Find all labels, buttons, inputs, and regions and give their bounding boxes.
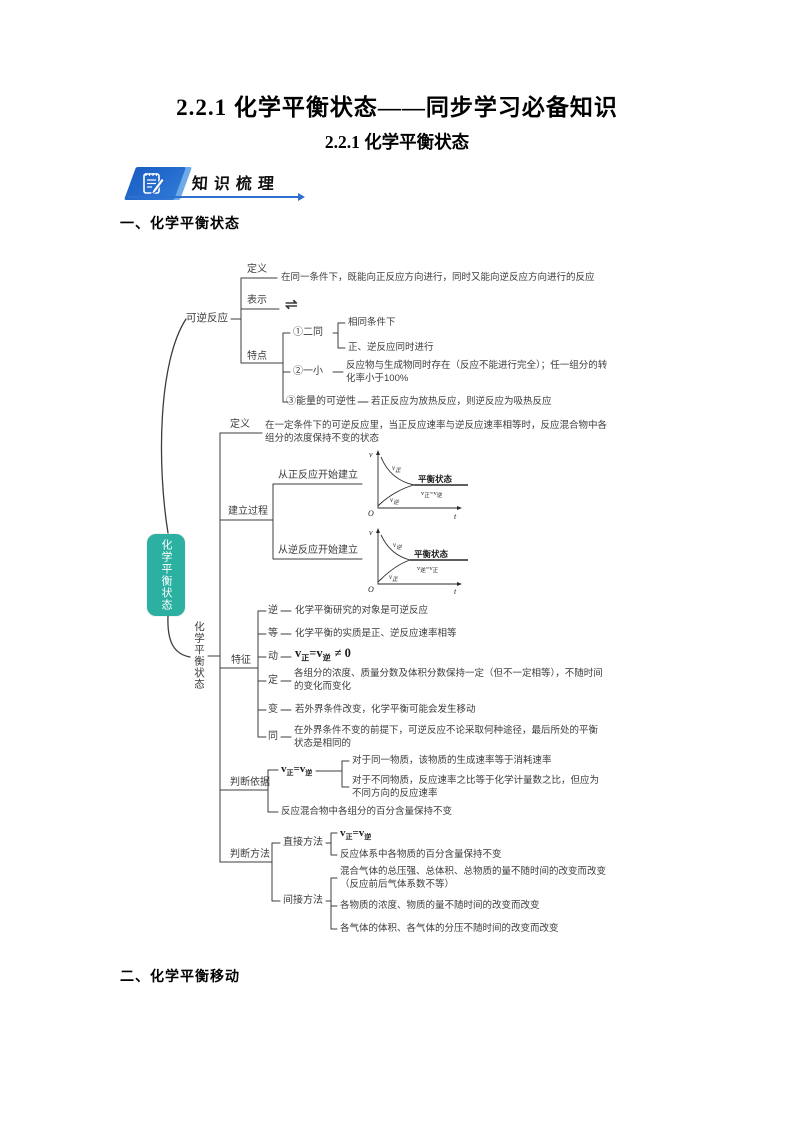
notepad-pencil-icon (141, 170, 167, 202)
node-rev-definition-label: 定义 (247, 264, 267, 275)
graph-xlabel: t (454, 587, 457, 596)
leaf-percent-constant: 反应混合物中各组分的百分含量保持不变 (281, 806, 453, 817)
page-title: 2.2.1 化学平衡状态——同步学习必备知识 (176, 95, 618, 120)
node-eq-definition-label: 定义 (230, 419, 250, 430)
feature-text-equal: 化学平衡的实质是正、逆反应速率相等 (295, 628, 457, 639)
curve-reverse-rate-label: v逆 (390, 496, 400, 506)
leaf-simultaneous: 正、逆反应同时进行 (348, 342, 434, 353)
node-direct-method-label: 直接方法 (283, 837, 323, 848)
root-node: 化学平衡状态 (147, 534, 185, 616)
node-one-small-label: ②一小 (293, 366, 323, 377)
graph-ylabel: v (369, 450, 373, 459)
leaf-eq-definition-text: 在一定条件下的可逆反应里，当正反应速率与逆反应速率相等时，反应混合物中各组分的浓… (265, 420, 608, 444)
node-judge-method-label: 判断方法 (230, 849, 270, 860)
graph-origin: O (368, 585, 374, 594)
node-judge-basis-label: 判断依据 (230, 777, 270, 788)
feature-text-constant: 各组分的浓度、质量分数及体积分数保持一定（但不一定相等），不随时间的变化而变化 (294, 668, 603, 692)
leaf-same-conditions: 相同条件下 (348, 317, 396, 328)
direct-method-formula: v正=v逆 (340, 827, 372, 842)
rate-time-graph-reverse: v O t v逆 v正 平衡状态 v逆=v正 (368, 528, 468, 596)
curve-forward-rate-label: v正 (392, 464, 402, 474)
feature-text-same: 在外界条件不变的前提下，可逆反应不论采取何种途径，最后所处的平衡状态是相同的 (294, 725, 599, 749)
rate-equality-label: v正=v逆 (421, 490, 443, 499)
feature-formula-dynamic: v正=v逆≠ 0 (295, 646, 351, 663)
arrow-tip-icon (298, 193, 305, 201)
equilibrium-state-label: 平衡状态 (418, 474, 453, 484)
feature-text-reversible: 化学平衡研究的对象是可逆反应 (295, 605, 429, 616)
node-reversible-reaction: 可逆反应 (186, 312, 228, 324)
feature-key-equal: 等 (268, 628, 278, 639)
graph-xlabel: t (454, 512, 457, 521)
leaf-indirect-pressure: 混合气体的总压强、总体积、总物质的量不随时间的改变而改变（反应前后气体系数不等） (340, 866, 607, 890)
node-indirect-method-label: 间接方法 (283, 895, 323, 906)
section-heading-2: 二、化学平衡移动 (120, 970, 240, 985)
feature-key-same: 同 (268, 731, 278, 742)
curve-forward-rate-label: v正 (389, 573, 399, 583)
leaf-rev-definition-text: 在同一条件下，既能向正反应方向进行，同时又能向逆反应方向进行的反应 (281, 272, 595, 283)
feature-key-dynamic: 动 (268, 651, 278, 662)
leaf-coexist-text: 反应物与生成物同时存在（反应不能进行完全）；任一组分的转化率小于100% (346, 360, 608, 384)
node-features-label: 特征 (231, 655, 251, 666)
node-establish-process-label: 建立过程 (228, 506, 268, 517)
leaf-different-substance: 对于不同物质，反应速率之比等于化学计量数之比，但应为不同方向的反应速率 (352, 775, 600, 799)
leaf-direct-percent: 反应体系中各物质的百分含量保持不变 (340, 849, 502, 860)
leaf-energy-text: 若正反应为放热反应，则逆反应为吸热反应 (371, 396, 552, 407)
node-from-reverse-label: 从逆反应开始建立 (278, 545, 358, 556)
badge-underline (128, 196, 298, 198)
badge-label: 知识梳理 (191, 176, 281, 193)
page-subtitle: 2.2.1 化学平衡状态 (324, 132, 470, 152)
node-from-forward-label: 从正反应开始建立 (278, 470, 358, 481)
feature-key-reversible: 逆 (268, 605, 278, 616)
leaf-indirect-partial-pressure: 各气体的体积、各气体的分压不随时间的改变而改变 (340, 923, 559, 934)
feature-key-constant: 定 (268, 675, 278, 686)
equilibrium-state-label: 平衡状态 (414, 549, 449, 559)
node-representation-label: 表示 (247, 295, 267, 306)
graph-origin: O (368, 509, 374, 518)
section-heading-1: 一、化学平衡状态 (120, 217, 240, 232)
reversible-arrows-symbol: ⇌ (285, 296, 298, 313)
feature-key-change: 变 (268, 704, 278, 715)
mindmap-connectors (160, 277, 369, 930)
rate-equality-label: v逆=v正 (417, 565, 439, 574)
graph-ylabel: v (369, 528, 373, 537)
rate-time-graph-forward: v O t v正 v逆 平衡状态 v正=v逆 (368, 450, 468, 521)
branch-equilibrium-label: 化学平衡状态 (193, 621, 205, 690)
node-energy-reversibility-label: ③能量的可逆性 (286, 396, 356, 407)
curve-reverse-rate-label: v逆 (393, 541, 403, 551)
connector-lines (160, 277, 369, 930)
judge-basis-formula: v正=v逆 (281, 763, 313, 778)
leaf-same-substance: 对于同一物质，该物质的生成速率等于消耗速率 (352, 755, 552, 766)
leaf-indirect-concentration: 各物质的浓度、物质的量不随时间的改变而改变 (340, 900, 540, 911)
node-characteristics-label: 特点 (247, 351, 267, 362)
node-two-same-label: ①二同 (293, 327, 323, 338)
feature-text-change: 若外界条件改变，化学平衡可能会发生移动 (295, 704, 476, 715)
